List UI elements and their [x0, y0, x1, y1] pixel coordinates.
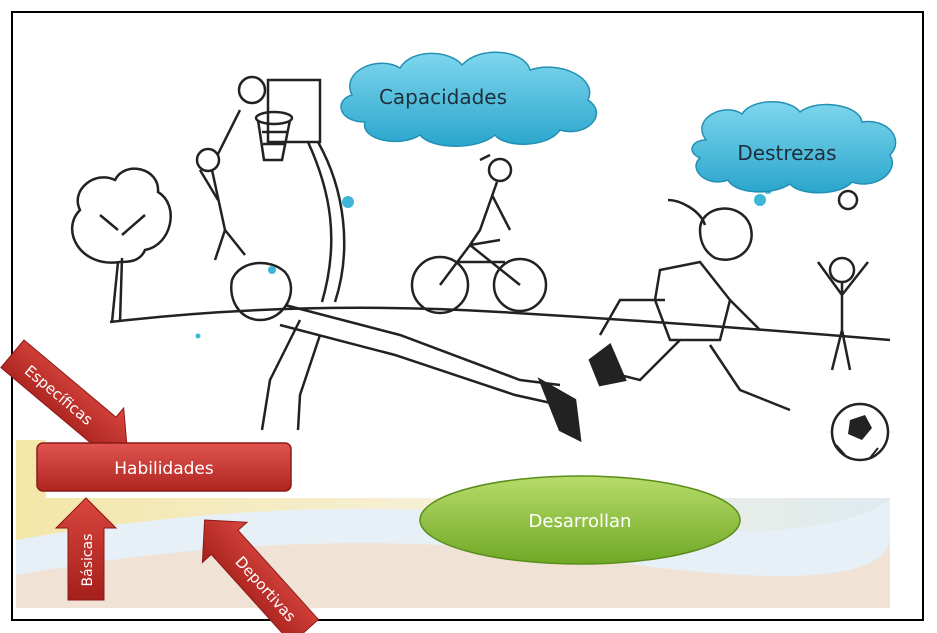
box-label-habilidades: Habilidades: [114, 459, 214, 479]
basketball-hoop-drawing: [237, 75, 346, 303]
basketball-player-drawing: [195, 109, 246, 261]
cloud-label-capacidades: Capacidades: [379, 85, 507, 109]
oval-label-desarrollan: Desarrollan: [529, 511, 632, 532]
cyclist-drawing: [410, 153, 548, 315]
tree-drawing: [70, 167, 172, 323]
arrow-label-basicas: Básicas: [80, 534, 96, 587]
cloud-destrezas[interactable]: Destrezas: [691, 101, 897, 194]
ground-line: [109, 306, 891, 342]
box-habilidades[interactable]: Habilidades: [36, 442, 292, 492]
arrow-basicas[interactable]: Básicas: [54, 497, 118, 601]
oval-desarrollan[interactable]: Desarrollan: [419, 475, 741, 565]
runner-drawing: [588, 198, 791, 412]
cloud-label-destrezas: Destrezas: [737, 141, 836, 165]
cloud-capacidades[interactable]: Capacidades: [340, 51, 598, 147]
soccer-ball-drawing: [830, 402, 890, 462]
plank-person-drawing: [229, 261, 582, 443]
cheering-child-drawing: [816, 189, 869, 371]
